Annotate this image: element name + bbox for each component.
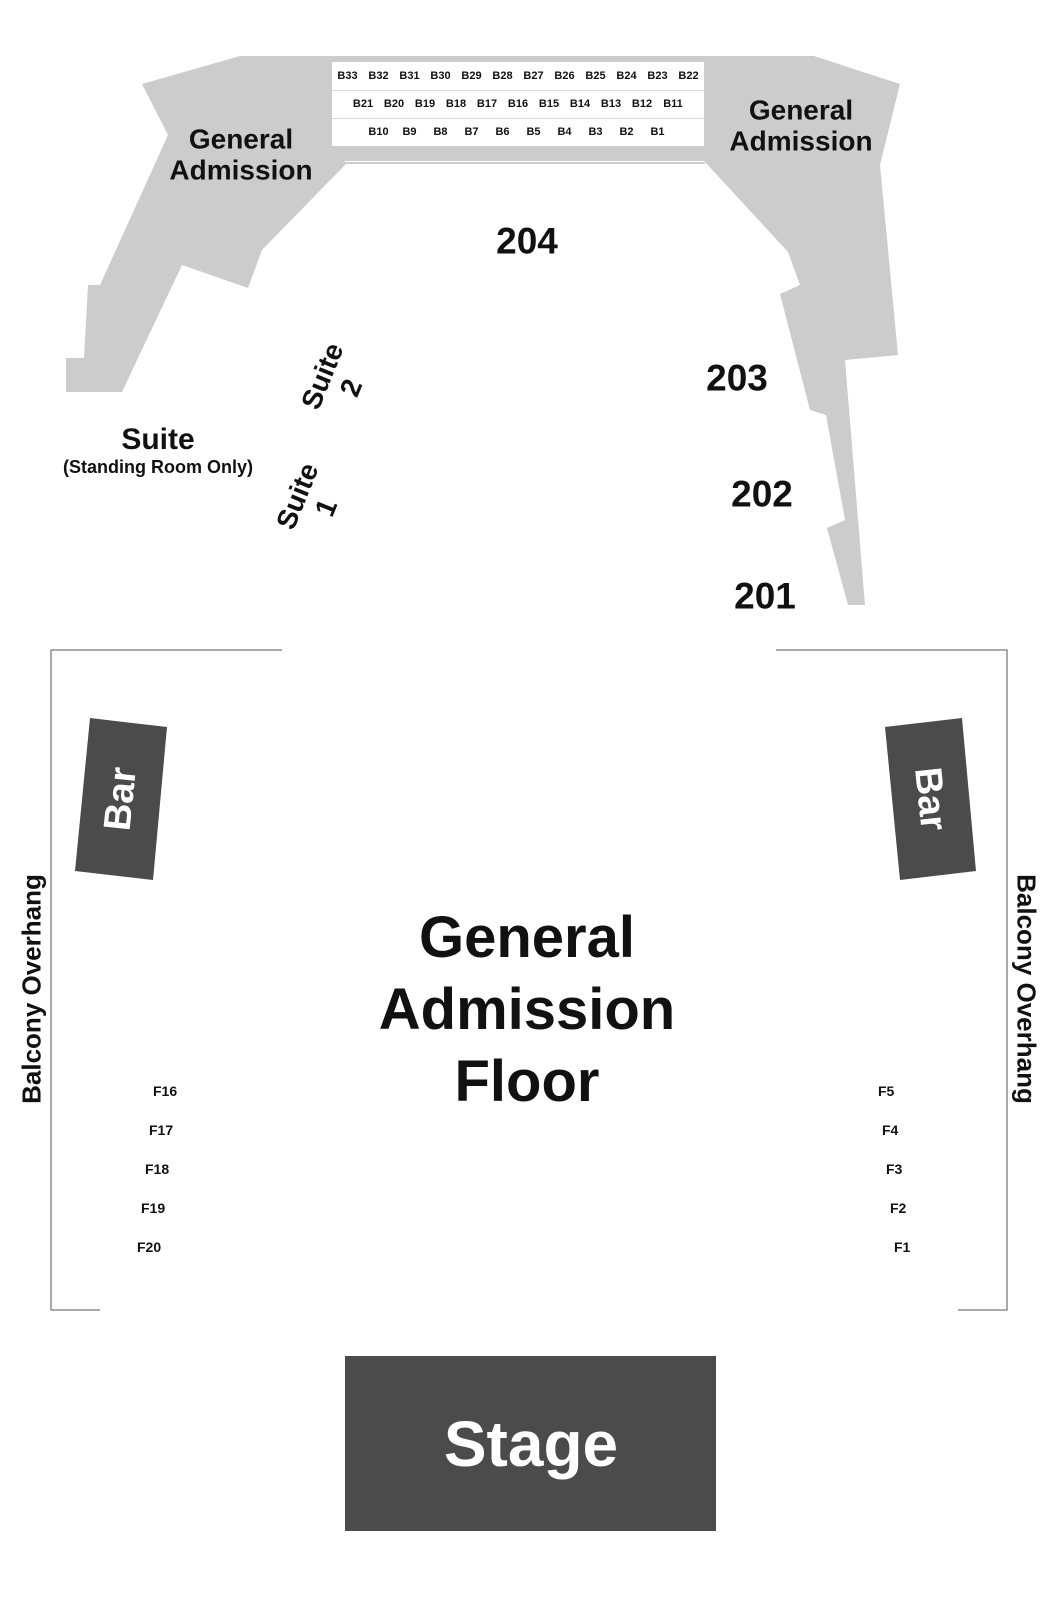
floor-outline-right [776, 649, 1008, 1311]
ga-right-line1: General [748, 94, 854, 126]
balcony-interior [345, 162, 705, 164]
box-seat[interactable]: B28 [492, 70, 513, 82]
floor-seat-left[interactable]: F18 [145, 1161, 170, 1177]
box-seat[interactable]: B10 [368, 126, 389, 138]
box-seat[interactable]: B18 [445, 98, 467, 110]
box-seat[interactable]: B12 [631, 98, 653, 110]
box-seat[interactable]: B3 [588, 126, 603, 138]
floor-seat-left[interactable]: F17 [149, 1122, 174, 1138]
box-seat[interactable]: B1 [650, 126, 665, 138]
section-204[interactable]: 204 [496, 220, 558, 262]
box-seat[interactable]: B31 [399, 70, 420, 82]
box-seat[interactable]: B15 [538, 98, 560, 110]
ga-floor-line2: Admission [378, 977, 676, 1043]
box-seat-grid: B33 B32 B31 B30 B29 B28 B27 B26 B25 B24 … [332, 62, 704, 146]
box-row-3: B10 B9 B8 B7 B6 B5 B4 B3 B2 B1 [332, 126, 704, 138]
box-seat[interactable]: B11 [663, 98, 683, 110]
overhang-left-label: Balcony Overhang [16, 874, 47, 1104]
box-seat[interactable]: B19 [414, 98, 436, 110]
suite-main-title: Suite [121, 423, 195, 457]
section-202[interactable]: 202 [731, 473, 793, 515]
box-row-2: B21 B20 B19 B18 B17 B16 B15 B14 B13 B12 … [332, 98, 704, 110]
bar-left-label: Bar [96, 765, 145, 833]
box-seat[interactable]: B20 [383, 98, 405, 110]
box-seat[interactable]: B27 [523, 70, 544, 82]
floor-seat-left[interactable]: F19 [141, 1200, 166, 1216]
suite-main-label[interactable]: Suite (Standing Room Only) [63, 423, 253, 477]
box-seat[interactable]: B13 [600, 98, 622, 110]
floor-seat-right[interactable]: F4 [882, 1122, 899, 1138]
box-seat[interactable]: B26 [554, 70, 575, 82]
box-seat[interactable]: B4 [557, 126, 572, 138]
ga-left-line1: General [188, 123, 294, 155]
stage[interactable] [345, 1356, 716, 1531]
floor-seat-left[interactable]: F16 [153, 1083, 178, 1099]
box-seat[interactable]: B25 [585, 70, 606, 82]
box-seat[interactable]: B22 [678, 70, 699, 82]
ga-left-label: General Admission [169, 124, 312, 187]
floor-seat-left[interactable]: F20 [137, 1239, 162, 1255]
box-seat[interactable]: B6 [495, 126, 510, 138]
overhang-right-label: Balcony Overhang [1011, 874, 1042, 1104]
box-seat[interactable]: B32 [368, 70, 389, 82]
box-seat[interactable]: B9 [402, 126, 417, 138]
box-seat[interactable]: B29 [461, 70, 482, 82]
box-seat[interactable]: B17 [476, 98, 498, 110]
floor-seat-right[interactable]: F3 [886, 1161, 903, 1177]
floor-seat-right[interactable]: F1 [894, 1239, 911, 1255]
bar-right-label: Bar [906, 765, 955, 833]
floor-seat-right[interactable]: F2 [890, 1200, 907, 1216]
floor-outline-left [50, 649, 282, 1311]
ga-right-line2: Admission [729, 126, 873, 157]
box-seat[interactable]: B16 [507, 98, 529, 110]
box-seat[interactable]: B30 [430, 70, 451, 82]
stage-label: Stage [443, 1408, 619, 1481]
box-seat[interactable]: B7 [464, 126, 479, 138]
ga-floor-title[interactable]: General Admission Floor [379, 902, 676, 1118]
box-seat[interactable]: B2 [619, 126, 634, 138]
box-seat[interactable]: B8 [433, 126, 448, 138]
floor-seat-right[interactable]: F5 [878, 1083, 895, 1099]
box-row-1: B33 B32 B31 B30 B29 B28 B27 B26 B25 B24 … [332, 70, 704, 82]
section-201[interactable]: 201 [734, 575, 796, 617]
ga-floor-line3: Floor [454, 1048, 600, 1114]
box-seat[interactable]: B33 [337, 70, 358, 82]
row-divider [332, 118, 704, 119]
balcony-ga-left-area[interactable] [66, 56, 345, 392]
ga-left-line2: Admission [169, 155, 313, 186]
box-seat[interactable]: B23 [647, 70, 668, 82]
balcony-ga-right-area[interactable] [705, 56, 900, 605]
box-seat[interactable]: B24 [616, 70, 637, 82]
suite-main-note: (Standing Room Only) [63, 456, 253, 477]
ga-right-label: General Admission [729, 95, 872, 158]
bar-right[interactable] [885, 718, 976, 880]
bar-left[interactable] [75, 718, 167, 880]
box-seat[interactable]: B5 [526, 126, 541, 138]
section-203[interactable]: 203 [706, 357, 768, 399]
row-divider [332, 90, 704, 91]
box-seat[interactable]: B21 [352, 98, 374, 110]
ga-floor-line1: General [419, 905, 635, 971]
box-seat[interactable]: B14 [569, 98, 591, 110]
